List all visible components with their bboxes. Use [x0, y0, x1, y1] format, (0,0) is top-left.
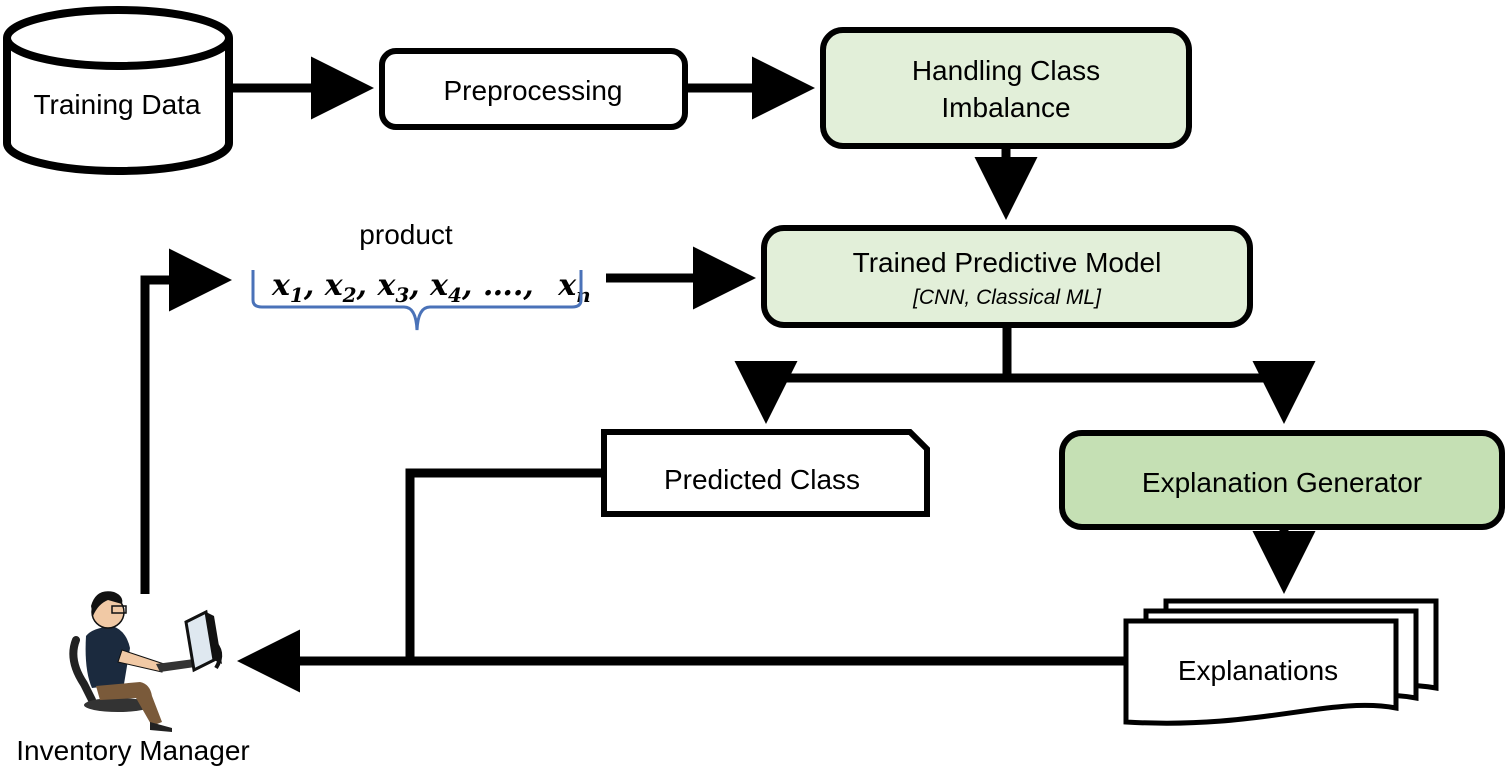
feature-x2: x — [324, 268, 344, 303]
handling-class-imbalance-line1: Handling Class — [912, 55, 1100, 86]
trained-predictive-model-node: Trained Predictive Model [CNN, Classical… — [761, 225, 1253, 328]
connector-predicted-class-to-manager — [405, 468, 604, 661]
feature-brace — [251, 270, 583, 331]
feature-x4-sep: , …., — [461, 268, 534, 303]
trained-predictive-model-label: Trained Predictive Model — [853, 247, 1162, 278]
feature-x4: x — [429, 268, 449, 303]
feature-xn: x — [557, 268, 577, 303]
explanations-node: Explanations — [1123, 598, 1439, 726]
connector-model-split — [734, 325, 1012, 424]
preprocessing-label: Preprocessing — [444, 75, 623, 106]
inventory-manager-figure: Inventory Manager — [16, 591, 250, 766]
person-legs — [96, 682, 162, 726]
handling-class-imbalance-line2: Imbalance — [941, 92, 1070, 123]
feature-x3: x — [376, 268, 396, 303]
explanation-generator-label: Explanation Generator — [1142, 467, 1422, 498]
feature-x3-sub: 3 — [395, 283, 409, 307]
training-data-node: Training Data — [3, 6, 233, 175]
preprocessing-node: Preprocessing — [379, 48, 688, 130]
handling-class-imbalance-node: Handling Class Imbalance — [820, 27, 1192, 149]
feature-x1-sub: 1 — [290, 283, 304, 307]
feature-list: x1, x2, x3, x4, …., xn — [271, 268, 591, 307]
arrow-manager-to-product — [140, 248, 232, 594]
feature-x1: x — [271, 268, 291, 303]
training-data-label: Training Data — [33, 89, 200, 120]
explanations-label: Explanations — [1178, 655, 1338, 686]
feature-x3-sep: , — [408, 268, 419, 303]
feature-x1-sep: , — [303, 268, 314, 303]
feature-x2-sub: 2 — [342, 283, 357, 307]
inventory-manager-label: Inventory Manager — [16, 735, 249, 766]
explanation-generator-node: Explanation Generator — [1059, 430, 1505, 530]
chair — [69, 636, 96, 704]
feature-x2-sep: , — [356, 268, 367, 303]
feature-x4-sub: 4 — [448, 283, 462, 307]
person-torso — [85, 626, 130, 688]
predicted-class-label: Predicted Class — [664, 464, 860, 495]
predicted-class-node: Predicted Class — [601, 429, 930, 517]
connectors — [140, 56, 1316, 693]
feature-xn-sub: n — [576, 283, 591, 307]
product-label: product — [359, 219, 453, 250]
trained-predictive-model-sublabel: [CNN, Classical ML] — [912, 286, 1102, 309]
product-feature-vector: product x1, x2, x3, x4, …., xn — [251, 219, 591, 331]
arrow-model-to-generator — [1007, 361, 1316, 424]
